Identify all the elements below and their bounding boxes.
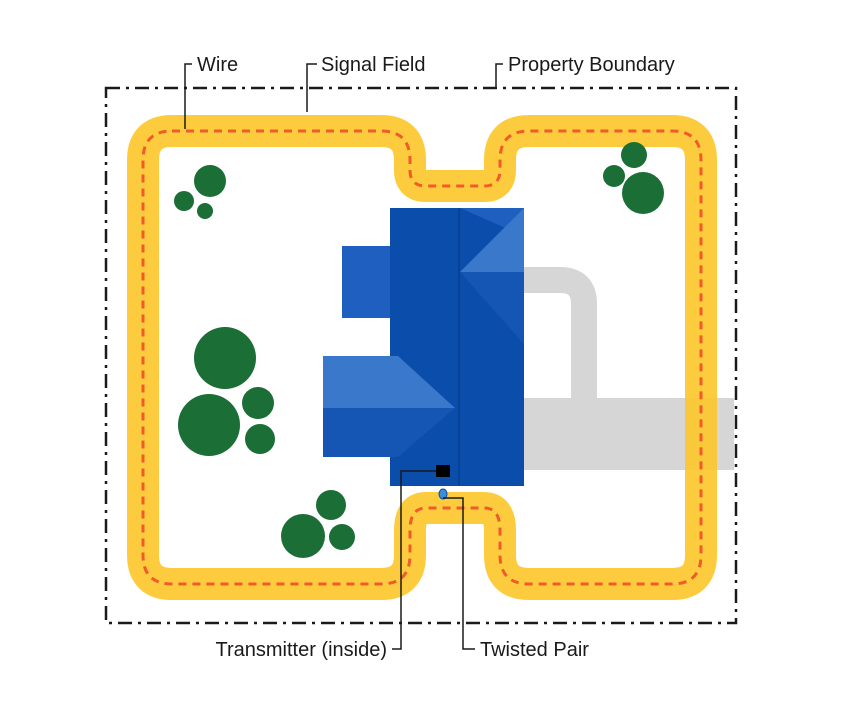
wire-label: Wire xyxy=(197,54,238,76)
twisted-pair-marker xyxy=(438,488,448,500)
signal-field-label: Signal Field xyxy=(321,54,426,76)
property-boundary xyxy=(104,86,738,625)
house-icon xyxy=(323,208,524,486)
leader-lines xyxy=(184,63,503,650)
tree-icon xyxy=(174,142,664,558)
transmitter-label: Transmitter (inside) xyxy=(215,639,387,661)
signal-field xyxy=(127,115,717,600)
twisted-pair-label: Twisted Pair xyxy=(480,639,589,661)
property-boundary-label: Property Boundary xyxy=(508,54,675,76)
transmitter-icon xyxy=(436,465,450,477)
